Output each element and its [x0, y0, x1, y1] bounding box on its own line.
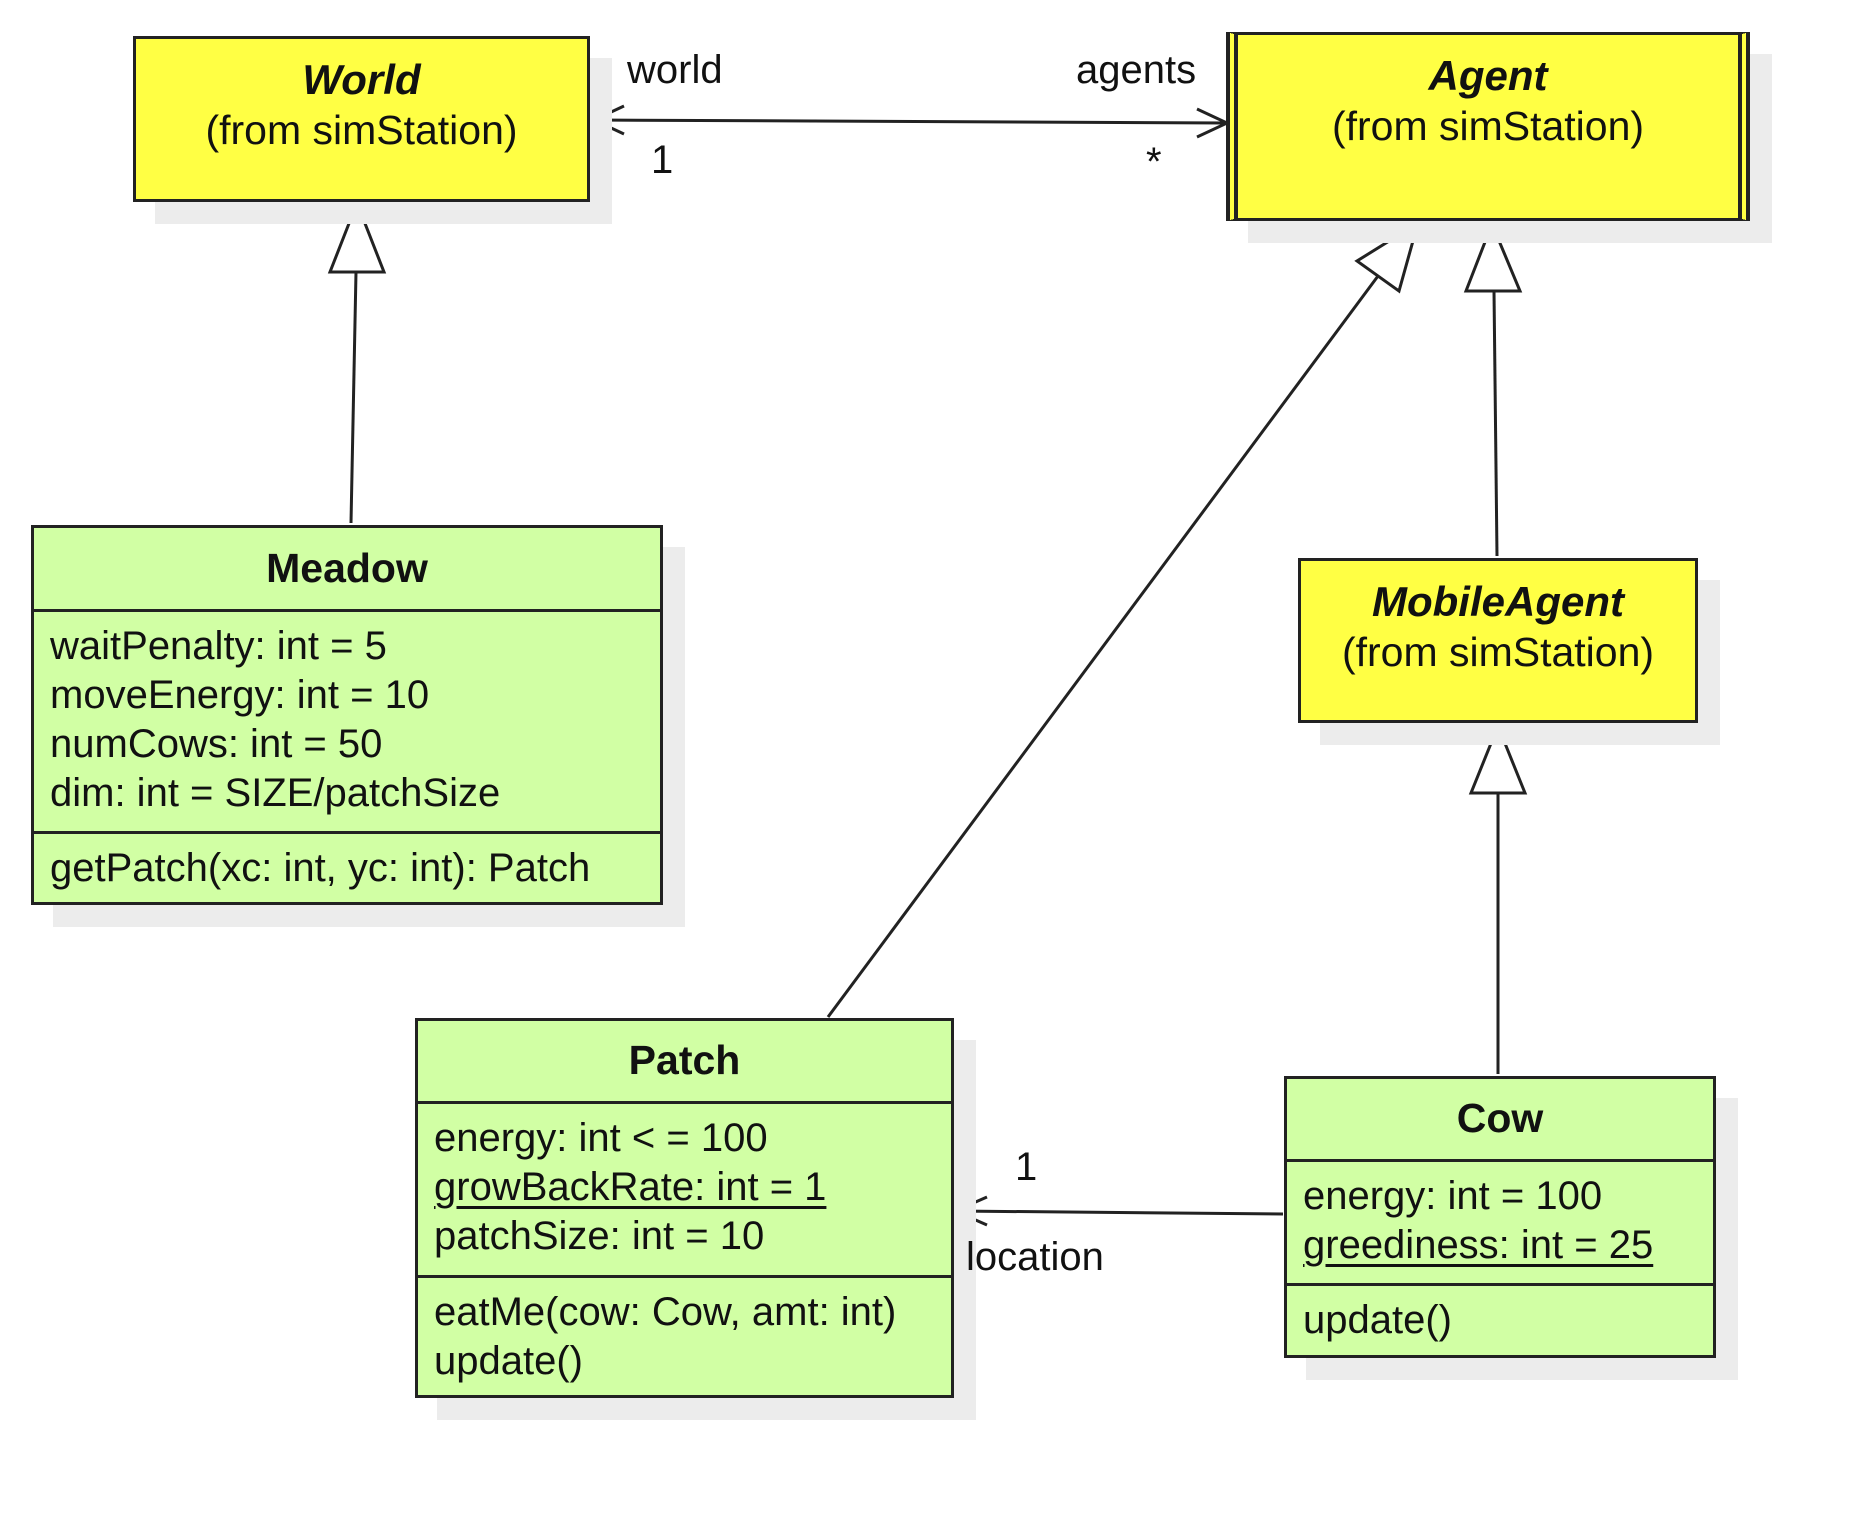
patch-attributes: energy: int < = 100 growBackRate: int = … — [418, 1104, 951, 1278]
agent-class-origin: (from simStation) — [1331, 103, 1645, 149]
patch-class[interactable]: Patch energy: int < = 100 growBackRate: … — [415, 1018, 954, 1398]
meadow-attributes: waitPenalty: int = 5 moveEnergy: int = 1… — [34, 612, 660, 834]
agent-class[interactable]: Agent (from simStation) — [1226, 32, 1750, 221]
patch-attribute: patchSize: int = 10 — [434, 1214, 765, 1258]
world-class-name: World — [302, 56, 421, 103]
cow-operations: update() — [1287, 1286, 1713, 1355]
association-world-agents — [590, 104, 1231, 139]
generalization-mobileagent-agent — [1463, 219, 1523, 557]
mobileagent-class-origin: (from simStation) — [1341, 629, 1655, 675]
cow-attribute-static: greediness: int = 25 — [1303, 1223, 1654, 1267]
generalization-meadow-world — [327, 198, 387, 524]
world-class-origin: (from simStation) — [205, 107, 518, 153]
world-role-label: world — [627, 48, 723, 92]
meadow-attribute: dim: int = SIZE/patchSize — [50, 771, 501, 815]
location-role-label: location — [966, 1235, 1104, 1279]
meadow-attribute: moveEnergy: int = 10 — [50, 673, 430, 717]
agent-class-name: Agent — [1428, 52, 1548, 99]
world-multiplicity-label: 1 — [651, 138, 674, 182]
meadow-class[interactable]: Meadow waitPenalty: int = 5 moveEnergy: … — [31, 525, 663, 905]
mobileagent-class-name: MobileAgent — [1372, 578, 1624, 625]
patch-attribute-static: growBackRate: int = 1 — [434, 1165, 827, 1209]
generalization-cow-mobileagent — [1468, 721, 1528, 1074]
agents-multiplicity-label: * — [1146, 140, 1162, 184]
generalization-patch-agent — [826, 219, 1421, 1018]
patch-class-name: Patch — [418, 1021, 951, 1104]
patch-operation: eatMe(cow: Cow, amt: int) — [434, 1290, 897, 1334]
cow-attributes: energy: int = 100 greediness: int = 25 — [1287, 1162, 1713, 1286]
meadow-attribute: waitPenalty: int = 5 — [50, 624, 387, 668]
agents-role-label: agents — [1076, 48, 1197, 92]
mobileagent-class[interactable]: MobileAgent (from simStation) — [1298, 558, 1698, 723]
cow-class-name: Cow — [1287, 1079, 1713, 1162]
location-multiplicity-label: 1 — [1015, 1145, 1038, 1189]
meadow-attribute: numCows: int = 50 — [50, 722, 383, 766]
patch-operations: eatMe(cow: Cow, amt: int) update() — [418, 1278, 951, 1396]
patch-attribute: energy: int < = 100 — [434, 1116, 768, 1160]
meadow-operations: getPatch(xc: int, yc: int): Patch — [34, 834, 660, 903]
cow-operation: update() — [1303, 1298, 1452, 1342]
meadow-class-name: Meadow — [34, 528, 660, 612]
world-class[interactable]: World (from simStation) — [133, 36, 590, 202]
cow-class[interactable]: Cow energy: int = 100 greediness: int = … — [1284, 1076, 1716, 1358]
association-cow-patch — [951, 1195, 1284, 1227]
meadow-operation: getPatch(xc: int, yc: int): Patch — [50, 846, 591, 890]
cow-attribute: energy: int = 100 — [1303, 1174, 1603, 1218]
patch-operation: update() — [434, 1339, 583, 1383]
